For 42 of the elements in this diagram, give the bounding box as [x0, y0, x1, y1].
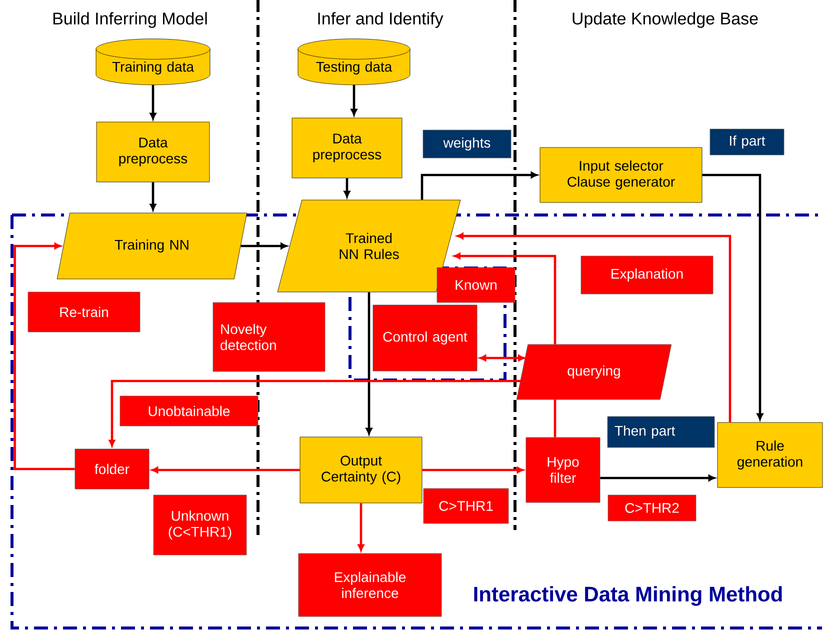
edge-label: C>THR2 — [608, 494, 696, 522]
arrow — [350, 85, 358, 116]
arrow — [600, 474, 716, 482]
edge-label: Unknown (C<THR1) — [153, 494, 247, 556]
edge-label: Known — [436, 267, 516, 303]
database-cylinder: Training data — [96, 38, 210, 86]
arrow — [420, 172, 538, 200]
data-parallelogram: querying — [516, 344, 672, 400]
data-parallelogram: Training NN — [56, 212, 248, 280]
region-title: Interactive Data Mining Method — [474, 586, 782, 606]
arrow — [14, 242, 75, 470]
arrow — [702, 174, 764, 420]
arrow — [240, 242, 288, 250]
edge-label: Re-train — [28, 292, 140, 332]
process-box: Hypo filter — [526, 437, 600, 503]
edge-label: Explanation — [580, 256, 714, 294]
process-box: Data preprocess — [96, 122, 210, 182]
arrow — [456, 232, 732, 422]
process-box: folder — [74, 448, 150, 490]
edge-label: If part — [710, 128, 784, 156]
note-label: Then part — [607, 416, 715, 448]
arrow — [479, 354, 525, 362]
process-box: Rule generation — [717, 422, 823, 488]
arrow — [150, 85, 156, 120]
process-box: Input selector Clause generator — [540, 147, 702, 203]
database-cylinder: Testing data — [298, 38, 410, 86]
process-box: Explainable inference — [298, 553, 442, 617]
arrow — [422, 466, 524, 474]
arrow — [108, 380, 522, 447]
arrow — [150, 182, 156, 211]
arrow — [454, 252, 556, 344]
column-heading: Update Knowledge Base — [572, 12, 758, 28]
arrow — [366, 292, 372, 435]
arrow — [344, 178, 350, 198]
edge-label: C>THR1 — [423, 488, 509, 524]
note-label: Novelty detection — [212, 302, 326, 372]
edge-label: Unobtainable — [120, 396, 258, 426]
arrow — [151, 466, 300, 474]
arrow — [358, 503, 364, 552]
process-box: Data preprocess — [292, 118, 402, 178]
edge-label: weights — [422, 130, 512, 158]
process-box: Output Certainty (C) — [300, 436, 422, 504]
